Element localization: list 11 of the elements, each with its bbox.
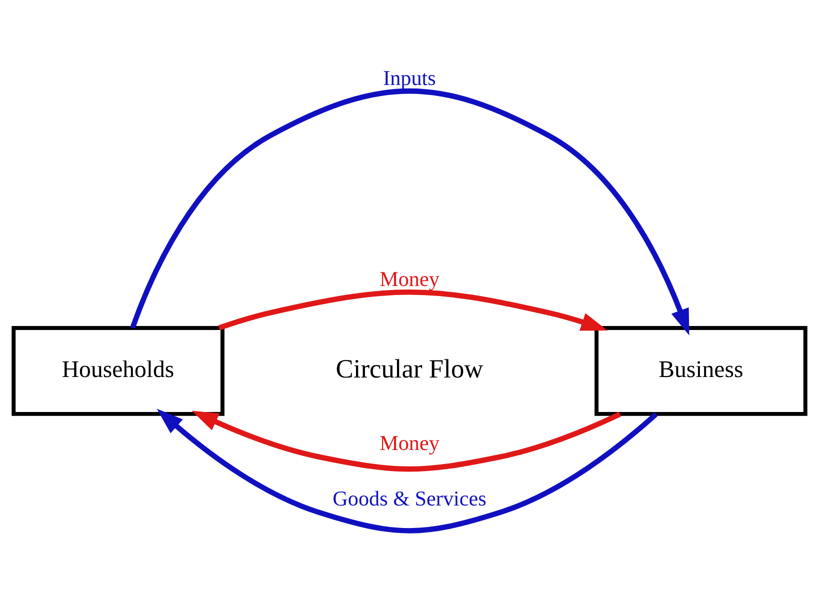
arrow bbox=[156, 408, 658, 533]
arrow bbox=[130, 88, 690, 335]
edge-label: Money bbox=[380, 266, 440, 291]
edge-label: Inputs bbox=[383, 66, 436, 90]
node-box: Business bbox=[594, 326, 808, 416]
arrow bbox=[218, 289, 608, 330]
edge-label: Goods & Services bbox=[332, 486, 486, 510]
arrow bbox=[192, 410, 622, 472]
node-box: Households bbox=[12, 326, 224, 416]
label: Circular Flow bbox=[336, 353, 484, 384]
edge-label: Money bbox=[380, 430, 440, 455]
